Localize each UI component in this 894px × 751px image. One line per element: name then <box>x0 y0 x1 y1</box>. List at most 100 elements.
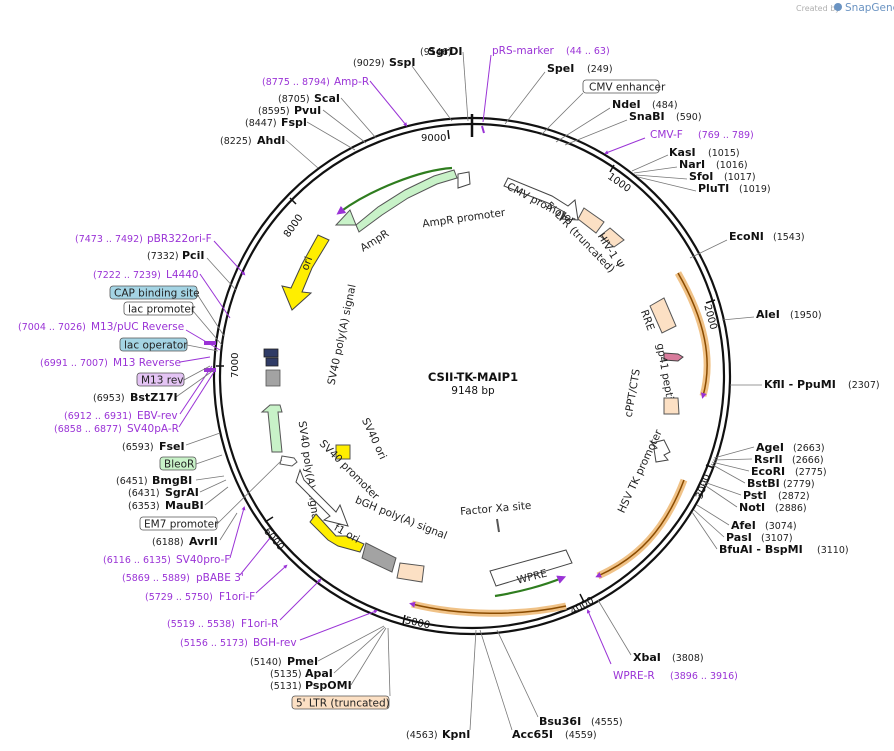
site-pvui[interactable]: (8595) PvuI <box>258 104 367 144</box>
feature-5ltr-lower[interactable] <box>396 562 425 583</box>
site-fsei[interactable]: (6593) FseI <box>122 432 221 453</box>
feature-cmv-promoter[interactable] <box>503 177 579 221</box>
site-sspi[interactable]: (9029) SspI <box>353 56 453 122</box>
site-ecori[interactable]: EcoRI (2775) <box>711 461 827 478</box>
primer-sv40pa-r[interactable]: (6858 .. 6877) SV40pA-R <box>54 371 215 435</box>
site-scai[interactable]: (8705) ScaI <box>278 92 377 139</box>
site-pcii[interactable]: (7332) PciI <box>147 249 237 291</box>
svg-text:(2886): (2886) <box>775 503 807 514</box>
site-psti[interactable]: PstI (2872) <box>703 481 810 502</box>
feature-bgh-polya[interactable] <box>361 542 397 573</box>
primer-l4440[interactable]: (7222 .. 7239) L4440 <box>93 269 231 319</box>
svg-text:EBV-rev: EBV-rev <box>137 410 178 422</box>
primer-m13-reverse[interactable]: (6991 .. 7007) M13 Reverse <box>40 356 211 369</box>
primer-f1ori-r[interactable]: (5519 .. 5538) F1ori-R <box>167 578 322 630</box>
svg-text:(6431): (6431) <box>128 488 160 499</box>
site-pmei[interactable]: (5140) PmeI <box>250 625 385 668</box>
feature-em7-promoter-label[interactable]: EM7 promoter <box>139 459 283 531</box>
site-kasi[interactable]: KasI (1015) <box>631 146 740 172</box>
svg-text:(6858 .. 6877): (6858 .. 6877) <box>54 424 122 435</box>
primer-cmv-f[interactable]: CMV-F (769 .. 789) <box>604 129 754 155</box>
feature-m13-rev-label[interactable]: M13 rev <box>136 365 211 387</box>
feature-ampr[interactable] <box>334 166 458 233</box>
site-bmgbi[interactable]: (6451) BmgBI <box>116 474 225 487</box>
site-pspomi[interactable]: (5131) PspOMI <box>270 627 387 692</box>
site-kpni[interactable]: (4563) KpnI <box>406 629 477 741</box>
feature-sv40-ori[interactable] <box>335 444 351 460</box>
feature-sv40-polya-signal[interactable] <box>263 348 279 367</box>
feature-sv40-promoter[interactable] <box>295 468 349 527</box>
site-nari[interactable]: NarI (1016) <box>633 158 748 174</box>
feature-ori[interactable] <box>281 234 330 311</box>
site-pluti[interactable]: PluTI (1019) <box>637 176 771 195</box>
feature-bleor[interactable] <box>260 404 283 453</box>
site-avrii[interactable]: (6188) AvrII <box>152 512 238 548</box>
svg-text:M13 Reverse: M13 Reverse <box>113 357 181 369</box>
site-xbai[interactable]: XbaI (3808) <box>597 599 704 664</box>
feature-hiv1-psi[interactable] <box>599 227 625 248</box>
site-ahdi[interactable]: (8225) AhdI <box>220 134 319 169</box>
primer-pbabe-3[interactable]: (5869 .. 5889) pBABE 3' <box>122 537 271 584</box>
site-bstz17i[interactable]: (6953) BstZ17I <box>93 369 215 404</box>
feature-f1-ori[interactable] <box>309 513 365 553</box>
site-acc65i[interactable]: Acc65I (4559) <box>479 629 597 741</box>
svg-text:pBR322ori-F: pBR322ori-F <box>147 233 212 245</box>
site-alei[interactable]: AleI (1950) <box>721 308 822 321</box>
primer-ebv-rev[interactable]: (6912 .. 6931) EBV-rev <box>64 365 213 422</box>
feature-ampr-promoter[interactable] <box>457 171 471 189</box>
site-apai[interactable]: (5135) ApaI <box>270 626 386 680</box>
feature-cap-binding-site-label[interactable]: CAP binding site <box>109 285 225 337</box>
primer-m13-puc-reverse[interactable]: (7004 .. 7026) M13/pUC Reverse <box>18 321 221 351</box>
site-sgrdi[interactable]: (9146) SgrDI <box>420 45 469 122</box>
site-noti[interactable]: NotI (2886) <box>702 483 807 514</box>
feature-gray-block[interactable] <box>265 369 281 387</box>
primer-bgh-rev[interactable]: (5156 .. 5173) BGH-rev <box>180 609 378 649</box>
primer-wpre-r[interactable]: WPRE-R (3896 .. 3916) <box>586 609 738 682</box>
site-sfoi[interactable]: SfoI (1017) <box>635 170 756 183</box>
primer-pbr322ori-f[interactable]: (7473 .. 7492) pBR322ori-F <box>75 233 246 276</box>
feature-bleor-label[interactable]: BleoR <box>159 454 223 471</box>
svg-text:PluTI: PluTI <box>698 182 729 195</box>
site-rsrii[interactable]: RsrII (2666) <box>712 453 824 466</box>
svg-text:CMV enhancer: CMV enhancer <box>589 82 666 94</box>
svg-text:9000: 9000 <box>421 133 446 144</box>
site-fspi[interactable]: (8447) FspI <box>245 116 356 151</box>
svg-text:(4555): (4555) <box>591 717 623 728</box>
feature-cppt-cts[interactable] <box>663 397 680 415</box>
site-agei[interactable]: AgeI (2663) <box>713 441 825 459</box>
site-snabi[interactable]: SnaBI (590) <box>564 110 702 146</box>
site-bsu36i[interactable]: Bsu36I (4555) <box>496 629 623 728</box>
primer-sv40pro-f[interactable]: (6116 .. 6135) SV40pro-F <box>103 506 246 566</box>
svg-text:(484): (484) <box>652 100 678 111</box>
site-kfli[interactable]: KflI - PpuMI (2307) <box>730 378 880 391</box>
svg-text:PspOMI: PspOMI <box>305 679 352 692</box>
site-maubi[interactable]: (6353) MauBI <box>128 486 229 512</box>
site-spei[interactable]: SpeI (249) <box>504 62 613 125</box>
feature-lac-operator-label[interactable]: lac operator <box>119 337 219 352</box>
feature-lac-promoter-label[interactable]: lac promoter <box>123 301 223 346</box>
svg-text:pBABE 3': pBABE 3' <box>196 572 244 584</box>
site-afei[interactable]: AfeI (3074) <box>696 504 797 532</box>
site-ndei[interactable]: NdeI (484) <box>555 98 678 143</box>
svg-text:PstI: PstI <box>743 489 767 502</box>
feature-gp41-peptide[interactable] <box>663 352 684 362</box>
site-bfuai[interactable]: BfuAI - BspMI (3110) <box>691 511 849 556</box>
feature-5ltr-truncated-label[interactable]: 5' LTR (truncated) <box>291 627 391 710</box>
feature-factor-xa[interactable] <box>496 518 500 533</box>
svg-text:5' LTR (truncated): 5' LTR (truncated) <box>296 698 390 710</box>
feature-cmv-enhancer-label[interactable]: CMV enhancer <box>540 79 666 136</box>
feature-wpre[interactable] <box>489 549 573 598</box>
primer-amp-r[interactable]: (8775 .. 8794) Amp-R <box>262 76 408 127</box>
svg-text:(249): (249) <box>587 64 613 75</box>
feature-hsv-tk-promoter[interactable] <box>651 439 671 463</box>
site-sgrai[interactable]: (6431) SgrAI <box>128 479 227 499</box>
feature-rre[interactable] <box>649 297 677 334</box>
primer-prs-marker[interactable]: pRS-marker (44 .. 63) <box>482 45 610 123</box>
site-econi[interactable]: EcoNI (1543) <box>689 230 805 259</box>
svg-text:(4563): (4563) <box>406 730 438 741</box>
site-bstbi[interactable]: BstBI (2779) <box>710 463 815 490</box>
feature-5ltr-truncated-inner[interactable] <box>577 207 605 234</box>
primer-f1ori-f[interactable]: (5729 .. 5750) F1ori-F <box>145 564 288 603</box>
feature-em7-promoter[interactable] <box>279 455 298 467</box>
site-pasi[interactable]: PasI (3107) <box>693 509 793 544</box>
